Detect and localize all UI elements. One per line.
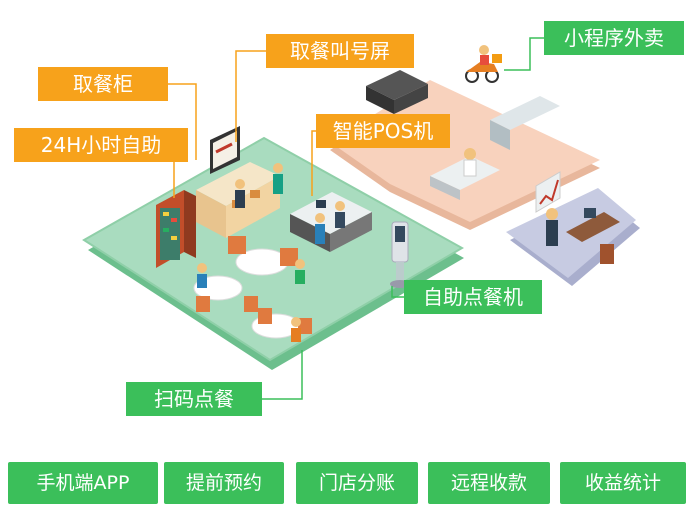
delivery-scooter-graphic (465, 45, 502, 83)
people-graphic (197, 163, 345, 342)
feature-bar: 手机端APP 提前预约 门店分账 远程收款 收益统计 (0, 462, 694, 508)
callout-self-order-kiosk: 自助点餐机 (404, 280, 542, 314)
vending-cabinet-graphic (156, 190, 196, 268)
callout-mini-program-delivery: 小程序外卖 (544, 21, 684, 55)
feature-store-split: 门店分账 (296, 462, 418, 504)
kitchen-equipment-graphic (366, 70, 560, 200)
call-screen-graphic (210, 126, 240, 174)
feature-advance-booking: 提前预约 (164, 462, 284, 504)
leader-lines (168, 37, 544, 400)
feature-remote-collection: 远程收款 (428, 462, 550, 504)
feature-mobile-app: 手机端APP (8, 462, 158, 504)
office-graphic (535, 171, 620, 264)
callout-pickup-call-screen: 取餐叫号屏 (266, 34, 414, 68)
dining-tables-graphic (193, 236, 312, 339)
callout-smart-pos: 智能POS机 (316, 114, 450, 148)
callout-pickup-cabinet: 取餐柜 (38, 67, 168, 101)
callout-24h-self-service: 24H小时自助 (14, 128, 188, 162)
callout-scan-to-order: 扫码点餐 (126, 382, 262, 416)
feature-revenue-stats: 收益统计 (560, 462, 686, 504)
